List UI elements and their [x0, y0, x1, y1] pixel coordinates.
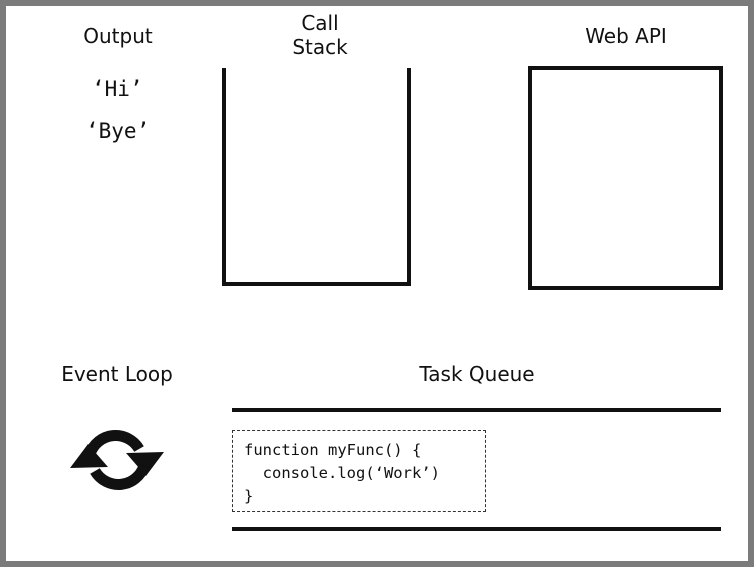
task-queue-top-border: [232, 408, 721, 412]
call-stack-title: Call Stack: [260, 11, 380, 59]
task-queue-title: Task Queue: [419, 362, 535, 386]
call-stack-title-line2: Stack: [292, 35, 348, 59]
loop-arrowhead-right: [126, 452, 164, 476]
event-loop-title: Event Loop: [61, 362, 173, 386]
task-queue-bottom-border: [232, 527, 721, 531]
loop-arrowhead-left: [70, 444, 108, 468]
output-item-hi: ‘Hi’: [92, 77, 143, 101]
refresh-arrows-icon: [70, 430, 164, 490]
diagram-canvas: Output ‘Hi’ ‘Bye’ Call Stack Web API Eve…: [6, 6, 748, 561]
call-stack-container: [222, 68, 411, 286]
loop-arc-top: [84, 430, 144, 457]
task-code-line-3: }: [244, 487, 254, 505]
task-queue-item: function myFunc() { console.log(‘Work’) …: [232, 430, 486, 512]
task-code-line-2: console.log(‘Work’): [244, 464, 440, 482]
loop-arc-bottom: [90, 463, 150, 490]
web-api-title: Web API: [585, 24, 667, 48]
output-title: Output: [83, 24, 153, 48]
output-item-bye: ‘Bye’: [86, 119, 150, 143]
task-code-line-1: function myFunc() {: [244, 441, 422, 459]
call-stack-title-line1: Call: [301, 11, 339, 35]
web-api-container: [528, 66, 723, 290]
